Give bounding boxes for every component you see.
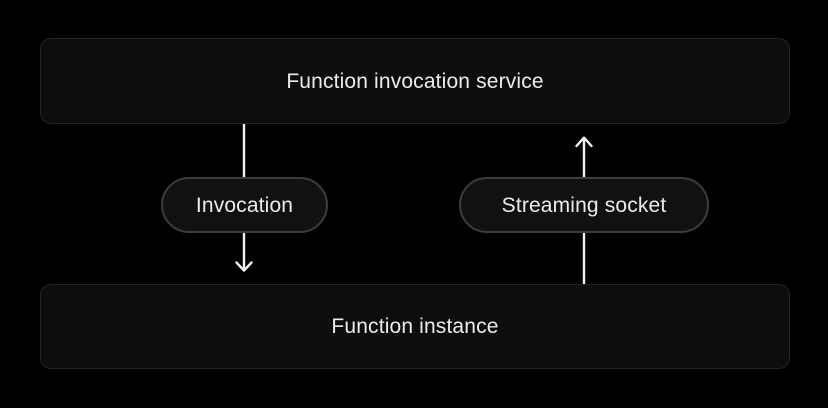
node-invocation: Invocation xyxy=(161,177,328,233)
connector-service-to-invocation xyxy=(236,122,252,180)
node-function-invocation-service: Function invocation service xyxy=(40,38,790,124)
arrow-down-icon xyxy=(235,231,253,272)
connector-instance-to-streaming-line xyxy=(582,231,586,285)
connector-instance-to-streaming xyxy=(576,231,592,285)
node-streaming-socket-label: Streaming socket xyxy=(501,193,667,217)
node-function-instance: Function instance xyxy=(40,284,790,369)
connector-streaming-to-service xyxy=(571,133,597,178)
node-invocation-label: Invocation xyxy=(195,193,294,217)
connector-invocation-to-instance xyxy=(231,231,257,274)
connector-service-to-invocation-line xyxy=(242,122,246,180)
node-function-instance-label: Function instance xyxy=(331,315,499,338)
arrow-up-icon xyxy=(575,136,593,178)
node-function-invocation-service-label: Function invocation service xyxy=(286,69,544,93)
node-streaming-socket: Streaming socket xyxy=(459,177,709,233)
